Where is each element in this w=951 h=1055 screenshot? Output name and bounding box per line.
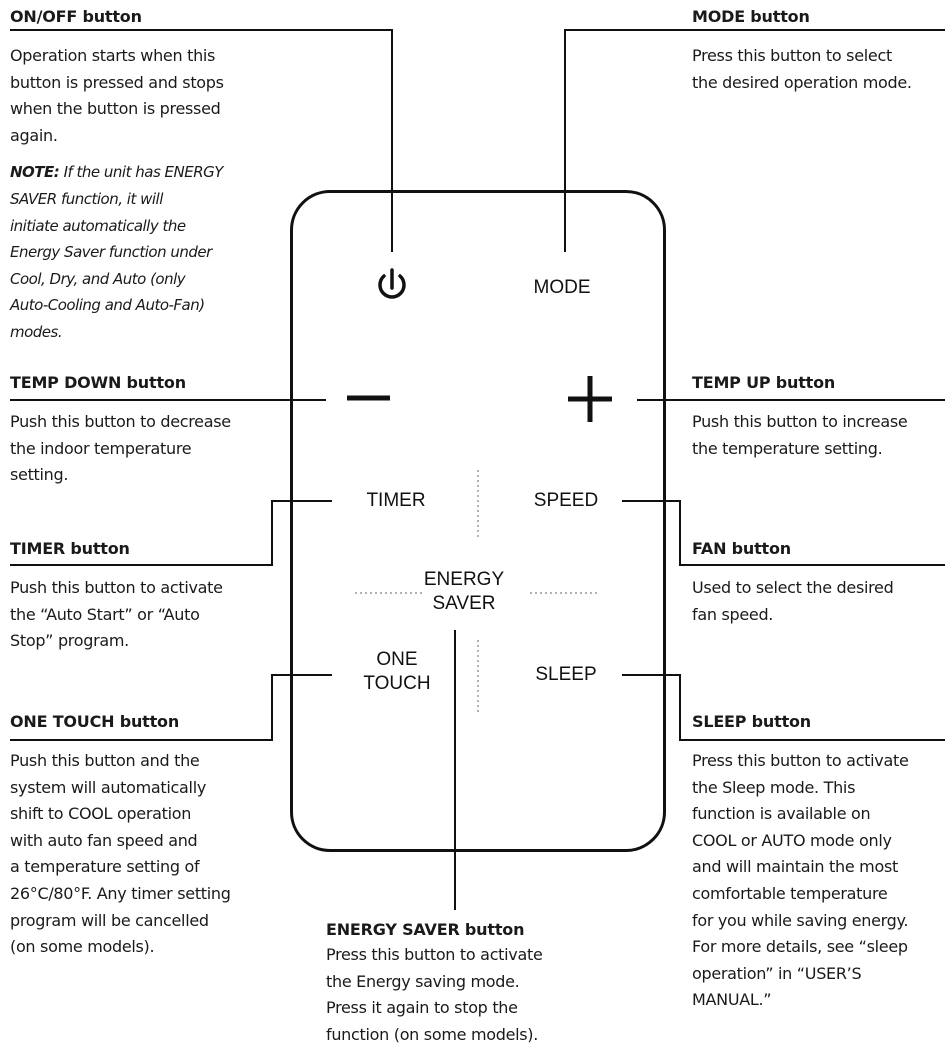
temp-down-title: TEMP DOWN button (10, 373, 186, 392)
energy-saver-line2: SAVER (432, 593, 496, 614)
timer-description: Push this button to activate the “Auto S… (10, 575, 290, 655)
mode-callout: MODE button Press this button to select … (692, 6, 947, 96)
temp-down-callout: TEMP DOWN button Push this button to dec… (10, 372, 290, 489)
fan-line: Used to select the desired (692, 578, 894, 597)
onoff-line: when the button is pressed (10, 99, 221, 119)
temp-down-line: Push this button to decrease (10, 412, 231, 431)
fan-callout: FAN button Used to select the desired fa… (692, 538, 947, 628)
one-touch-line: a temperature setting of (10, 857, 200, 877)
energy-saver-line: Press this button to activate (326, 945, 543, 964)
energy-saver-callout: ENERGY SAVER button Press this button to… (326, 919, 616, 1048)
one-touch-line1: ONE (376, 649, 418, 670)
remote-control-body (290, 190, 666, 852)
note-line: Auto-Cooling and Auto-Fan) (10, 296, 205, 315)
one-touch-line: 26°C/80°F. Any timer setting (10, 883, 231, 903)
one-touch-callout: ONE TOUCH button Push this button and th… (10, 711, 290, 961)
onoff-description: Operation starts when this button is pre… (10, 43, 290, 149)
sleep-line: operation” in “USER’S (692, 963, 862, 983)
one-touch-leader (10, 674, 332, 741)
fan-description: Used to select the desired fan speed. (692, 575, 947, 628)
temp-up-line: Push this button to increase (692, 412, 908, 431)
onoff-line: Operation starts when this (10, 46, 216, 65)
sleep-leader (622, 674, 945, 741)
one-touch-description: Push this button and the system will aut… (10, 748, 290, 961)
onoff-line: again. (10, 125, 58, 145)
temp-down-description: Push this button to decrease the indoor … (10, 409, 290, 489)
temp-up-callout: TEMP UP button Push this button to incre… (692, 372, 947, 462)
minus-icon[interactable] (344, 390, 394, 410)
fan-line: fan speed. (692, 604, 774, 624)
energy-saver-title: ENERGY SAVER button (326, 920, 525, 939)
sleep-line: for you while saving energy. (692, 910, 909, 930)
temp-up-title: TEMP UP button (692, 373, 836, 392)
temp-down-line: setting. (10, 465, 69, 485)
mode-line: Press this button to select (692, 46, 892, 65)
energy-saver-line: function (on some models). (326, 1024, 539, 1044)
one-touch-line2: TOUCH (363, 673, 431, 694)
one-touch-line: with auto fan speed and (10, 830, 198, 850)
fan-title: FAN button (692, 539, 791, 558)
temp-up-line: the temperature setting. (692, 438, 883, 458)
energy-saver-button[interactable]: ENERGY SAVER (404, 568, 524, 616)
mode-button[interactable]: MODE (533, 277, 591, 298)
note-label: NOTE: (10, 163, 60, 182)
sleep-line: comfortable temperature (692, 883, 888, 903)
note-line: Energy Saver function under (10, 243, 212, 262)
speed-button[interactable]: SPEED (533, 490, 599, 511)
sleep-line: COOL or AUTO mode only (692, 830, 892, 850)
onoff-leader (10, 29, 393, 252)
onoff-title: ON/OFF button (10, 7, 142, 26)
note-line: initiate automatically the (10, 216, 186, 235)
mode-leader (564, 29, 945, 252)
onoff-note: NOTE: If the unit has ENERGY SAVER funct… (10, 159, 290, 345)
mode-line: the desired operation mode. (692, 72, 912, 92)
timer-button[interactable]: TIMER (366, 490, 426, 511)
timer-title: TIMER button (10, 539, 130, 558)
note-line: SAVER function, it will (10, 189, 163, 208)
sleep-title: SLEEP button (692, 712, 811, 731)
temp-up-description: Push this button to increase the tempera… (692, 409, 947, 462)
sleep-button[interactable]: SLEEP (535, 664, 597, 685)
sleep-line: function is available on (692, 804, 871, 824)
sleep-line: and will maintain the most (692, 857, 898, 877)
note-line: modes. (10, 322, 63, 341)
one-touch-line: system will automatically (10, 777, 207, 797)
onoff-line: button is pressed and stops (10, 72, 224, 92)
energy-saver-line: Press it again to stop the (326, 998, 518, 1018)
timer-leader (10, 500, 332, 566)
plus-icon[interactable] (564, 372, 616, 424)
energy-saver-line: the Energy saving mode. (326, 971, 520, 991)
one-touch-line: shift to COOL operation (10, 804, 192, 824)
energy-saver-line1: ENERGY (423, 569, 505, 590)
temp-down-line: the indoor temperature (10, 438, 192, 458)
mode-description: Press this button to select the desired … (692, 43, 947, 96)
timer-callout: TIMER button Push this button to activat… (10, 538, 290, 655)
energy-saver-description: Press this button to activate the Energy… (326, 942, 616, 1048)
timer-line: Push this button to activate (10, 578, 223, 597)
timer-line: Stop” program. (10, 631, 129, 651)
timer-line: the “Auto Start” or “Auto (10, 604, 200, 624)
sleep-line: MANUAL.” (692, 990, 772, 1010)
note-line: If the unit has ENERGY (59, 163, 224, 182)
one-touch-line: (on some models). (10, 937, 155, 957)
sleep-line: Press this button to activate (692, 751, 909, 770)
one-touch-button[interactable]: ONE TOUCH (342, 648, 452, 696)
sleep-line: the Sleep mode. This (692, 777, 856, 797)
one-touch-line: program will be cancelled (10, 910, 209, 930)
sleep-description: Press this button to activate the Sleep … (692, 748, 947, 1014)
mode-title: MODE button (692, 7, 810, 26)
sleep-callout: SLEEP button Press this button to activa… (692, 711, 947, 1014)
note-line: Cool, Dry, and Auto (only (10, 269, 186, 288)
one-touch-title: ONE TOUCH button (10, 712, 180, 731)
one-touch-line: Push this button and the (10, 751, 200, 770)
power-icon[interactable] (370, 266, 414, 310)
onoff-callout: ON/OFF button Operation starts when this… (10, 6, 290, 346)
sleep-line: For more details, see “sleep (692, 937, 908, 957)
fan-leader (622, 500, 945, 566)
